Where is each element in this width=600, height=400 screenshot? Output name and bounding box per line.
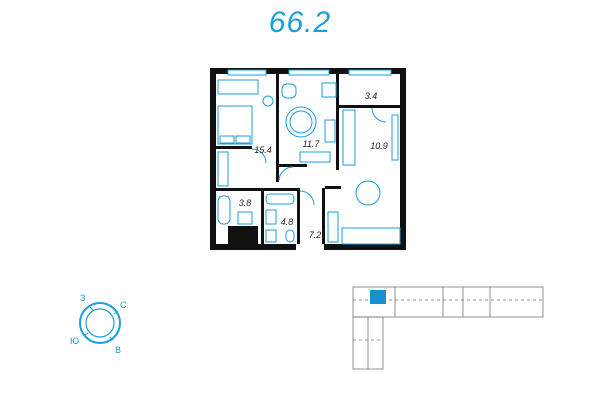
room-area-hall: 7.2 [309, 230, 322, 240]
windows [227, 69, 392, 76]
compass-south: Ю [70, 336, 79, 346]
room-area-bathroom-2: 4.8 [281, 217, 294, 227]
site-plan [352, 286, 544, 370]
bathtub [217, 195, 231, 225]
apartment-highlight [370, 290, 386, 304]
compass-west: З [80, 293, 85, 303]
sofa [342, 109, 356, 166]
furniture [217, 79, 401, 245]
room-area-bedroom: 15.4 [254, 145, 272, 155]
room-area-living: 10.9 [370, 141, 388, 151]
bed [217, 105, 253, 145]
compass [79, 302, 121, 344]
compass-north: С [120, 300, 127, 310]
room-area-balcony: 3.4 [365, 91, 378, 101]
compass-east: В [115, 345, 121, 355]
total-area: 66.2 [268, 6, 332, 39]
room-area-bathroom: 3.8 [239, 198, 252, 208]
table-round [285, 106, 317, 138]
room-area-kitchen: 11.7 [303, 139, 321, 149]
dining-table [355, 180, 381, 206]
